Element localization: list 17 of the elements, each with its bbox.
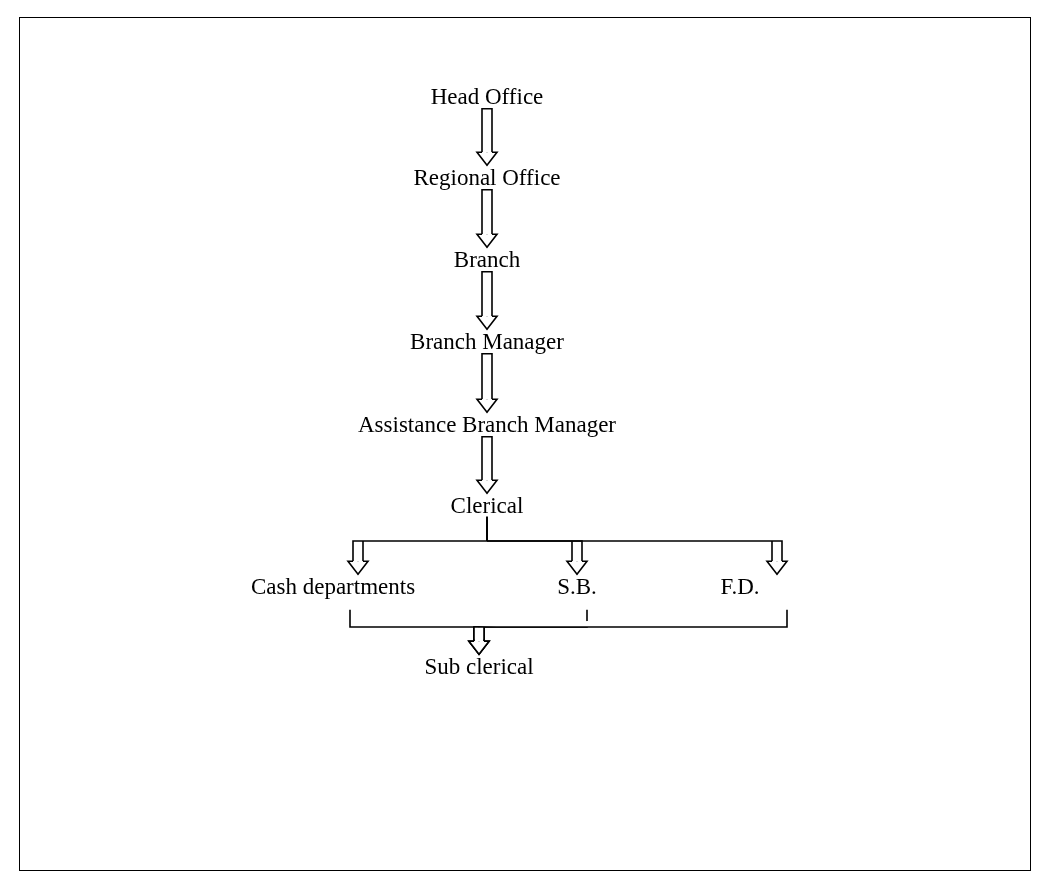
node-label: Branch <box>453 246 521 274</box>
hollow-arrow <box>476 271 498 330</box>
node-label: Branch Manager <box>410 328 564 356</box>
hollow-arrow <box>486 516 788 575</box>
hollow-arrow <box>476 189 498 248</box>
node-label: Assistance Branch Manager <box>358 411 616 439</box>
hollow-arrow <box>476 436 498 494</box>
node-label: F.D. <box>720 573 760 601</box>
node-label: S.B. <box>557 573 597 601</box>
hollow-arrow <box>468 609 788 655</box>
node-label: Cash departments <box>250 573 416 601</box>
hollow-arrow <box>476 108 498 166</box>
hollow-arrow <box>476 353 498 413</box>
node-label: Sub clerical <box>424 653 534 681</box>
node-label: Regional Office <box>413 164 561 192</box>
node-label: Head Office <box>430 83 544 111</box>
node-label: Clerical <box>450 492 524 520</box>
